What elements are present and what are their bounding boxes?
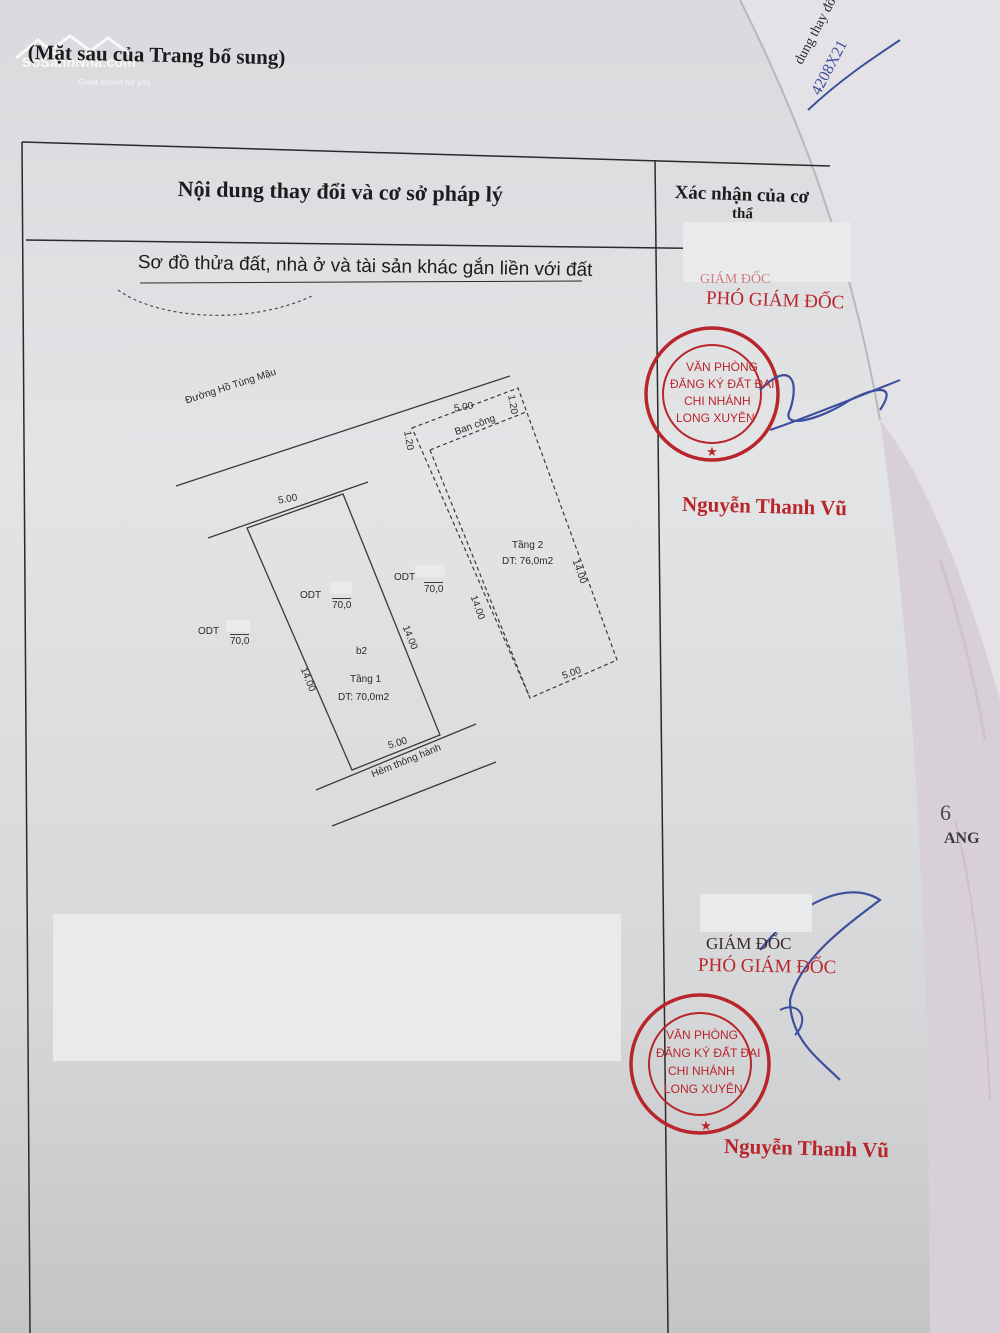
alley-line-bottom — [331, 761, 497, 827]
side-number: 6 — [940, 800, 951, 825]
parcel-right-code: ODT — [394, 572, 416, 583]
floor2-outline — [411, 387, 618, 699]
stamp1-line2: ĐĂNG KÝ ĐẤT ĐAI — [670, 377, 775, 391]
stamp1-line3: CHI NHÁNH — [684, 394, 751, 408]
table-top-border — [21, 141, 831, 167]
parcel-left-code: ODT — [198, 626, 220, 637]
stamp1-line1: VĂN PHÒNG — [686, 360, 759, 374]
parcel-front-line — [207, 481, 369, 539]
stamp1-line4: LONG XUYÊN — [676, 411, 755, 425]
svg-text:★: ★ — [706, 444, 718, 459]
alley-line-top — [315, 723, 477, 791]
parcel-main-area: 70,0 — [332, 598, 352, 611]
stamp2-signer-name: Nguyễn Thanh Vũ — [723, 1133, 890, 1163]
parcel-main-label: b2 — [356, 646, 368, 657]
table-left-border — [21, 141, 31, 1333]
floor2-area: DT: 76,0m2 — [502, 556, 554, 567]
floor1-area: DT: 70,0m2 — [338, 692, 390, 703]
floor1-outline — [246, 493, 441, 771]
side-text: ANG — [944, 830, 980, 847]
redacted-parcel-right-number — [415, 565, 445, 577]
section-underline — [139, 280, 583, 284]
parcel-left-area: 70,0 — [230, 634, 250, 647]
redacted-parcel-left-number — [226, 620, 250, 632]
floor2-inner-line — [429, 449, 531, 699]
stamp1-title-top: GIÁM ĐỐC — [700, 272, 771, 287]
right-column-heading: Xác nhận của cơ — [674, 182, 810, 208]
watermark-logo — [8, 30, 148, 75]
stamp1-signer-name: Nguyễn Thanh Vũ — [681, 491, 848, 521]
parcel-right-area: 70,0 — [424, 582, 444, 595]
signature-top-stroke — [769, 379, 901, 431]
signature-top — [759, 374, 888, 422]
right-column-heading-cont: thẩ — [731, 205, 754, 223]
redacted-parcel-main-number — [330, 582, 352, 594]
stamp2-title: PHÓ GIÁM ĐỐC — [697, 954, 837, 979]
stamp2-line1: VĂN PHÒNG — [666, 1028, 739, 1042]
table-column-divider — [654, 159, 669, 1333]
svg-text:★: ★ — [700, 1118, 712, 1133]
watermark-brand: SoSanhNha.com — [22, 54, 136, 70]
stamp2-line3: CHI NHÁNH — [668, 1064, 735, 1078]
floor1-name: Tầng 1 — [350, 674, 382, 685]
curl-signature — [807, 39, 901, 111]
signature-bottom — [759, 891, 882, 1081]
redacted-block-bottom — [700, 894, 812, 932]
parcel-main-code: ODT — [300, 590, 322, 601]
stamp-seal-top: ★ — [644, 326, 780, 462]
stamp2-title-top: GIÁM ĐỐC — [706, 934, 792, 953]
redacted-block-top — [683, 222, 851, 282]
boundary-curve — [117, 289, 313, 316]
signature-bottom-stroke — [779, 1006, 804, 1036]
road-line — [175, 375, 511, 487]
house-logo-icon — [15, 34, 131, 60]
floor2-name: Tầng 2 — [512, 540, 544, 551]
stamp-seal-bottom: ★ — [629, 993, 771, 1135]
redacted-content-block — [53, 914, 621, 1061]
stamp2-line2: ĐĂNG KÝ ĐẤT ĐAI — [656, 1046, 761, 1060]
balcony-line — [429, 411, 527, 451]
stamp2-line4: LONG XUYÊN — [664, 1082, 743, 1096]
watermark-tagline: Great choice for you — [78, 78, 151, 87]
